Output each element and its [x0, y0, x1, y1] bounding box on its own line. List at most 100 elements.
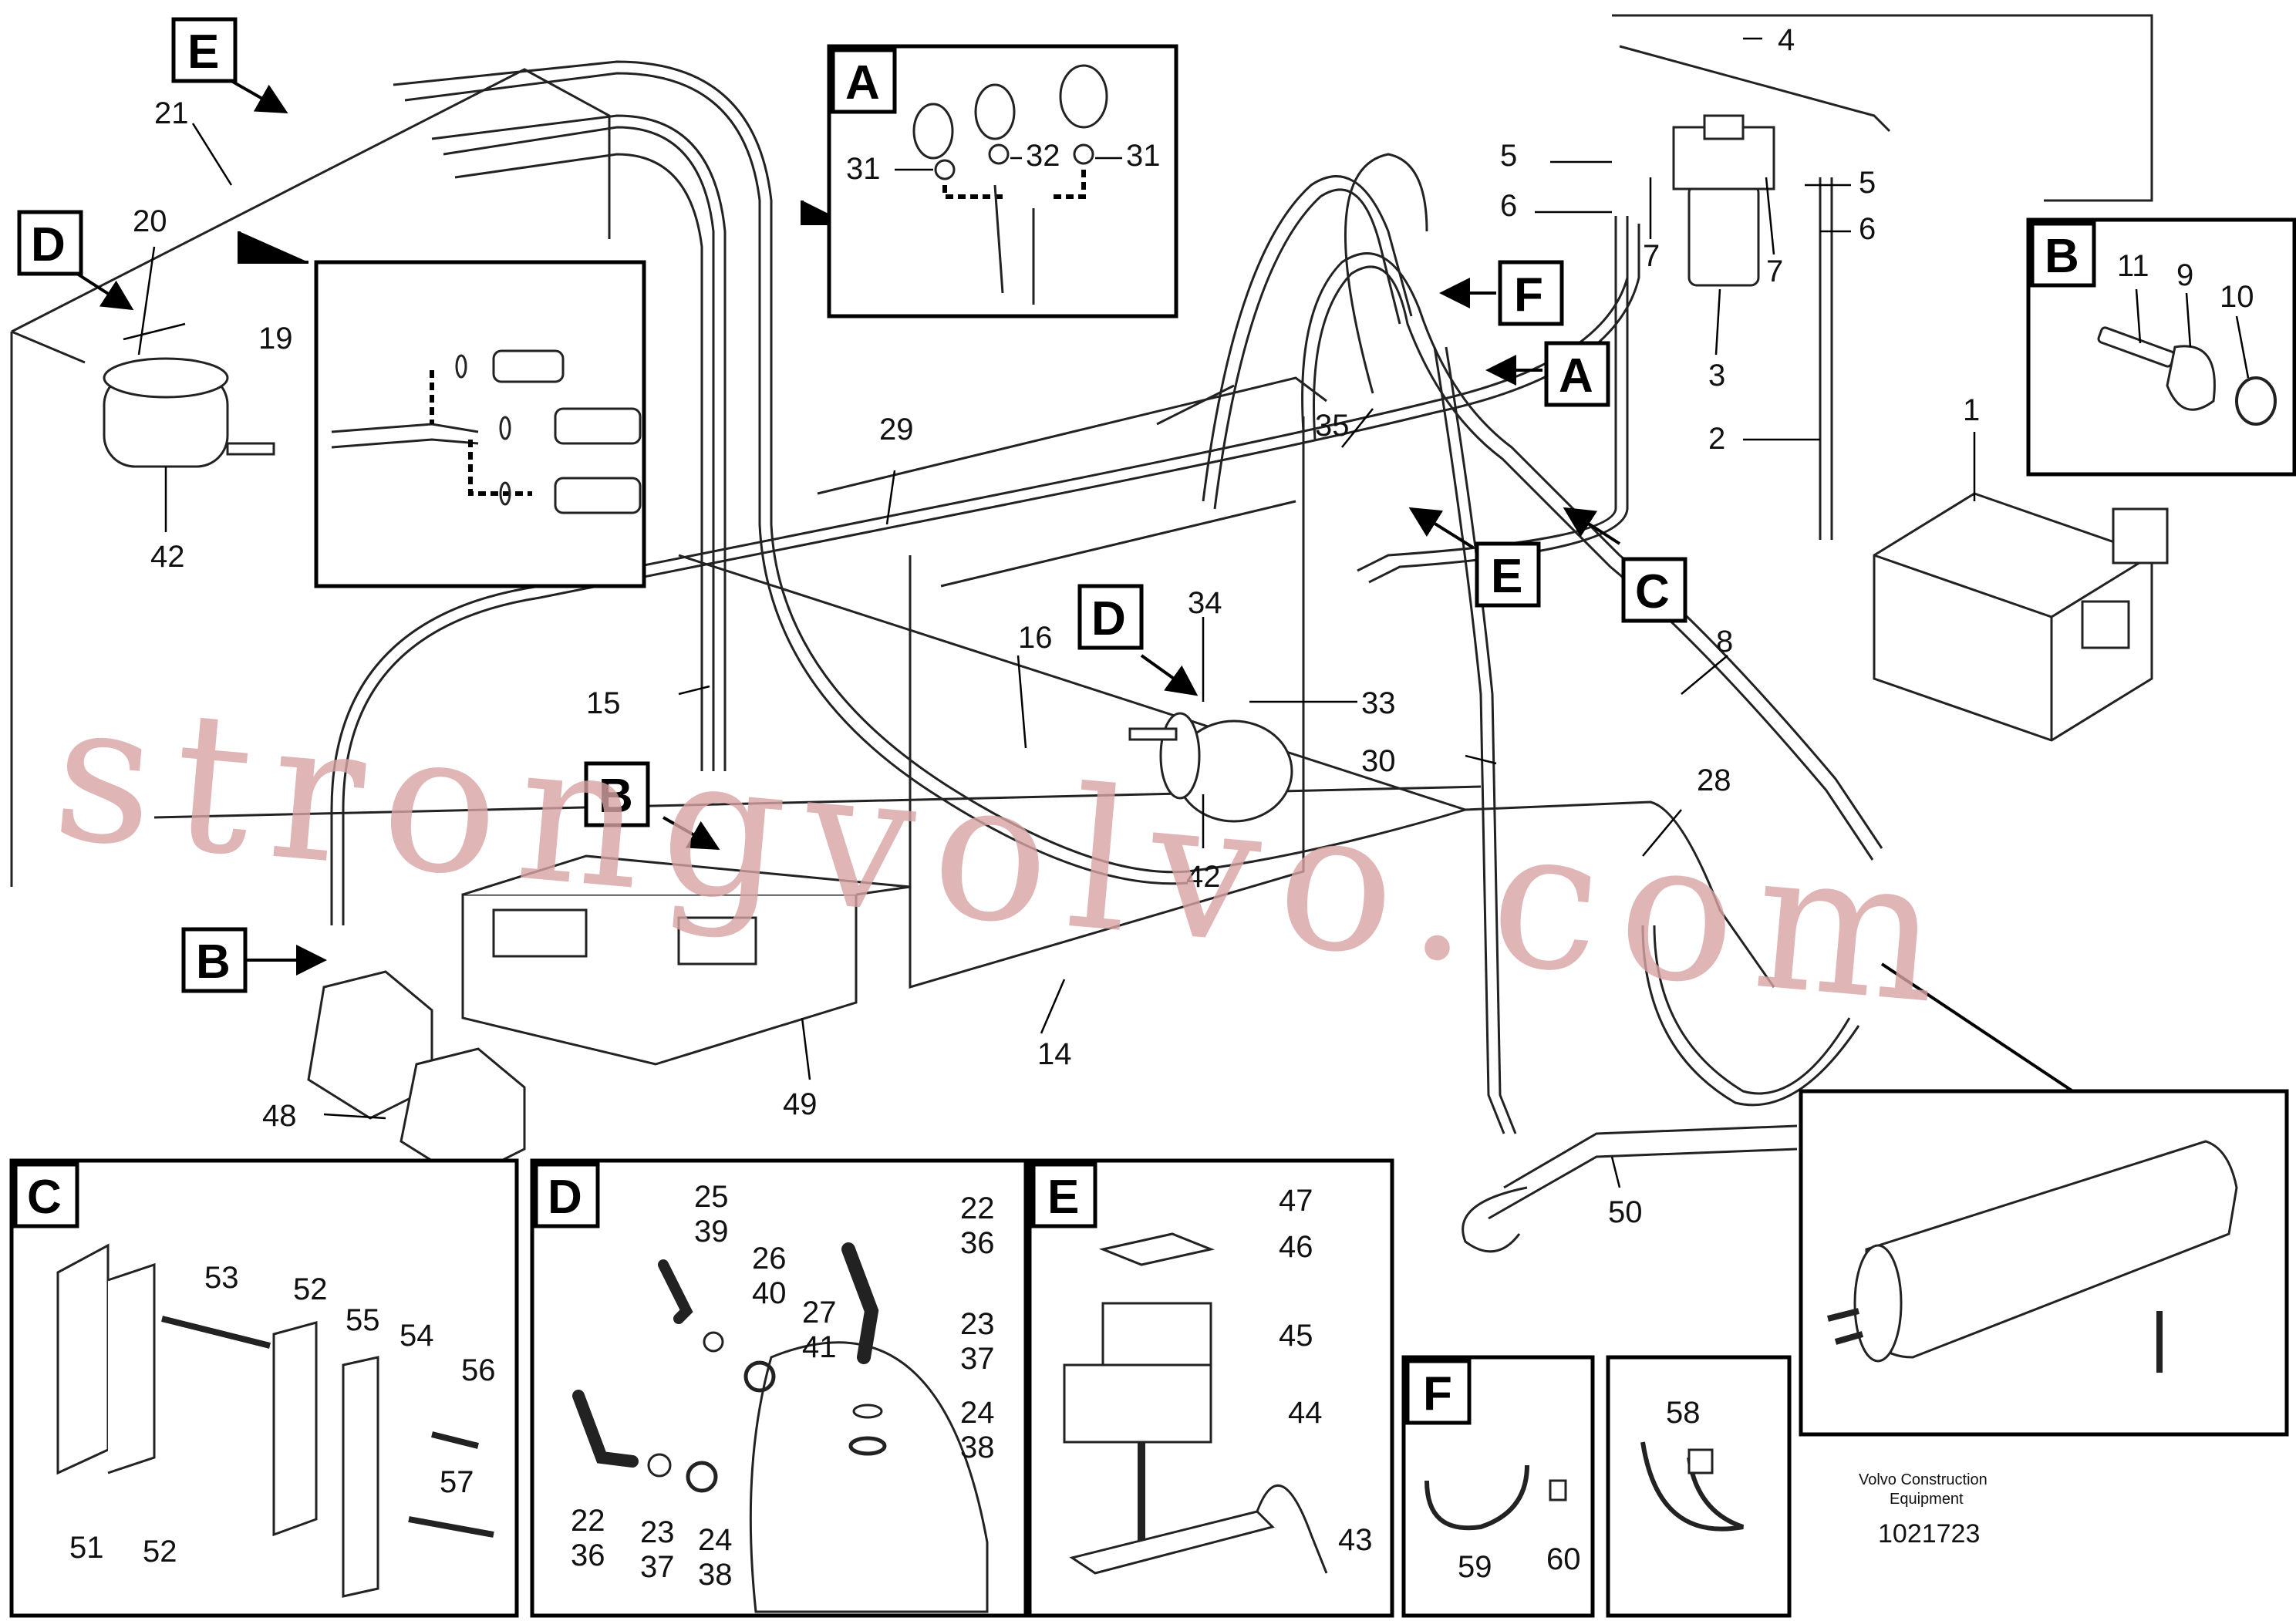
- callout-48: 48: [262, 1099, 297, 1133]
- callout-6b: 6: [1859, 212, 1876, 246]
- panel-D-letter: D: [548, 1171, 582, 1224]
- panel-D-callout-37b: 37: [640, 1550, 675, 1584]
- company-name-line2: Equipment: [1890, 1491, 1964, 1508]
- callout-7b: 7: [1766, 254, 1783, 288]
- panel-D-callout-27: 27: [802, 1296, 837, 1329]
- panel-E-callout-43: 43: [1338, 1523, 1373, 1557]
- detail-panel-A: A 31 32 31: [827, 44, 1178, 318]
- panel-D-callout-24b: 24: [698, 1523, 733, 1557]
- view-letter-E-top: E: [187, 25, 219, 79]
- callout-42b: 42: [1186, 860, 1221, 894]
- panel-D-callout-38b: 38: [698, 1558, 733, 1592]
- callout-14: 14: [1037, 1037, 1072, 1071]
- main-valve-assembly: [307, 854, 911, 1181]
- panel-D-callout-40: 40: [752, 1276, 787, 1310]
- callout-35: 35: [1315, 409, 1350, 443]
- detail-panel-D: D 22 36 25 39 26 40 27 41 23 37 24 38 22…: [530, 1158, 1028, 1618]
- callout-1: 1: [1963, 393, 1980, 427]
- panel-D-callout-41: 41: [802, 1330, 837, 1364]
- panel-D-callout-26: 26: [752, 1242, 787, 1276]
- panel-D-callout-23b: 23: [640, 1515, 675, 1549]
- panel-C-callout-52b: 52: [143, 1535, 177, 1569]
- panel-D-callout-23a: 23: [960, 1307, 995, 1341]
- detail-panel-accumulator: [1799, 1089, 2289, 1437]
- panel-C-letter: C: [27, 1171, 62, 1224]
- callout-2: 2: [1708, 422, 1725, 456]
- panel-D-callout-24a: 24: [960, 1396, 995, 1430]
- view-letter-D-left: D: [31, 218, 66, 271]
- panel-B-callout-9: 9: [2176, 258, 2193, 292]
- callout-19: 19: [258, 322, 293, 356]
- panel-B-callout-11: 11: [2117, 249, 2149, 283]
- panel-D-callout-25: 25: [694, 1180, 729, 1214]
- callout-20: 20: [133, 204, 167, 238]
- callout-5b: 5: [1859, 166, 1876, 200]
- control-valve-block: [1873, 492, 2169, 742]
- panel-D-callout-38a: 38: [960, 1431, 995, 1464]
- panel-C-callout-53: 53: [204, 1261, 239, 1295]
- panel-F-callout-59: 59: [1458, 1550, 1492, 1584]
- callout-42a: 42: [150, 540, 185, 574]
- detail-panel-E: E 47 46 45 44 43: [1027, 1158, 1394, 1618]
- view-letter-boxes: E D F A E C D B B: [17, 17, 1687, 993]
- panel-E-callout-46: 46: [1279, 1230, 1313, 1264]
- panel-A-callout-32: 32: [1026, 139, 1060, 173]
- panel-A-callout-31a: 31: [846, 152, 881, 186]
- panel-D-callout-22a: 22: [960, 1191, 995, 1225]
- pressure-sensor-left: [103, 357, 275, 468]
- callout-29: 29: [879, 413, 914, 447]
- callout-50: 50: [1608, 1195, 1643, 1229]
- panel-C-callout-57: 57: [440, 1465, 474, 1499]
- drawing-number: 1021723: [1878, 1519, 1980, 1549]
- callout-16: 16: [1018, 621, 1053, 655]
- view-letter-D-center: D: [1091, 592, 1126, 645]
- callout-7a: 7: [1643, 239, 1660, 273]
- detail-panel-C: C 53 52 55 54 56 57 51 52: [9, 1158, 519, 1618]
- filter-canister: [1672, 114, 1775, 287]
- callout-6a: 6: [1500, 189, 1517, 223]
- panel-C-callout-51: 51: [69, 1531, 104, 1565]
- panel-E-callout-45: 45: [1279, 1319, 1313, 1353]
- callout-8: 8: [1716, 625, 1733, 659]
- callout-30: 30: [1361, 744, 1396, 778]
- machine-frame: [10, 14, 2153, 989]
- panel-D-callout-39: 39: [694, 1215, 729, 1249]
- view-letter-F: F: [1514, 268, 1543, 322]
- panel-E-letter: E: [1047, 1171, 1079, 1224]
- panel-E-callout-44: 44: [1288, 1396, 1323, 1430]
- view-letter-C: C: [1635, 565, 1670, 618]
- view-letter-B-left: B: [196, 935, 231, 989]
- view-letter-E-mid: E: [1491, 550, 1522, 603]
- callout-15: 15: [586, 686, 621, 720]
- callout-3: 3: [1708, 359, 1725, 393]
- panel-B-callout-10: 10: [2220, 280, 2254, 314]
- inset-fittings: [314, 260, 646, 588]
- panel-C-callout-54: 54: [400, 1319, 434, 1353]
- pressure-sensor-center: [1128, 712, 1293, 823]
- panel-A-letter: A: [845, 56, 880, 110]
- panel-B-letter: B: [2045, 230, 2079, 283]
- callout-28: 28: [1697, 763, 1731, 797]
- pipe-manifold: [1462, 1124, 1798, 1253]
- panel-F-callout-60: 60: [1546, 1542, 1581, 1576]
- panel-C-callout-55: 55: [346, 1303, 380, 1337]
- panel-clip-callout-58: 58: [1666, 1396, 1701, 1430]
- callout-4: 4: [1778, 23, 1795, 57]
- view-letter-A: A: [1559, 349, 1593, 403]
- company-name-line1: Volvo Construction: [1859, 1471, 1988, 1488]
- panel-D-callout-22b: 22: [571, 1504, 605, 1538]
- panel-F-letter: F: [1423, 1367, 1452, 1420]
- detail-panel-clip: 58: [1606, 1355, 1792, 1618]
- title-block: Volvo Construction Equipment 1021723: [1859, 1471, 1988, 1549]
- panel-C-callout-52a: 52: [293, 1272, 328, 1306]
- leader-lines: [123, 37, 2176, 1359]
- callout-5a: 5: [1500, 139, 1517, 173]
- callout-49: 49: [783, 1087, 818, 1121]
- panel-C-callout-56: 56: [461, 1353, 496, 1387]
- panel-E-callout-47: 47: [1279, 1184, 1313, 1218]
- view-letter-B-top: B: [598, 770, 633, 823]
- detail-panel-F: F 59 60: [1401, 1355, 1595, 1618]
- callout-33: 33: [1361, 686, 1396, 720]
- panel-D-callout-36b: 36: [571, 1538, 605, 1572]
